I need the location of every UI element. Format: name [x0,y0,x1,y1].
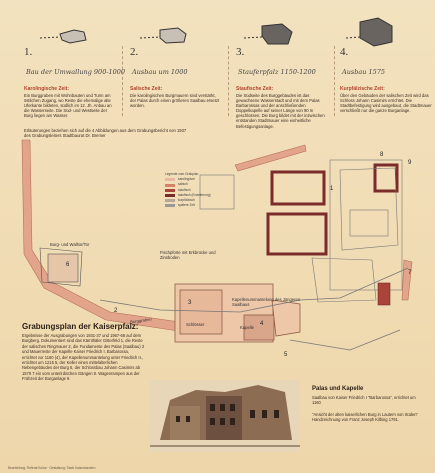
legend-item: salisch [165,182,211,187]
grabungsplan-title: Grabungsplan der Kaiserpfalz: [22,322,139,331]
legend-label: salisch [178,182,188,187]
legend-item: spätere Zeit [165,203,211,208]
phase-divider [334,46,335,116]
legend-swatch [165,183,175,187]
grabungsplan-body: Ergebnisse der Ausgrabungen von 1931-37 … [22,333,144,382]
phase-script-title: Stauferpfalz 1150-1200 [238,68,316,76]
legend-label: spätere Zeit [178,203,195,208]
marker-3: 3 [188,300,192,306]
legend-swatch [165,204,175,208]
map-label-kapelle: Kapelle [240,325,254,330]
legend-item: kurpfälzisch [165,198,211,203]
phase-divider [228,46,229,116]
legend-item: karolingisch [165,177,211,182]
phase-description: Die karolingischen Burgmauern sind verst… [130,93,220,109]
legend: Legende zum Grabplan karolingisch salisc… [165,172,211,208]
legend-label: kurpfälzisch [178,198,195,203]
phase-2-mini-plan [139,27,187,44]
legend-label: staufisch [178,187,191,192]
map-label-fischpforte: Fischpforte mit Erkbrücke und Zinsboden [160,250,216,260]
phase-description: Ein Burggraben mit Wohnbauten und Turm a… [24,93,112,119]
phase-script-title: Ausbau 1575 [342,68,386,76]
legend-swatch [165,188,175,192]
legend-label: staufisch (Erweiterung) [178,192,211,197]
phase-script-title: Ausbau um 1000 [132,68,188,76]
castle-engraving [150,380,300,452]
marker-7: 7 [408,270,412,276]
marker-2: 2 [114,308,118,314]
legend-item: staufisch (Erweiterung) [165,193,211,198]
phase-numeral: 4. [340,46,349,58]
left-buildings [39,247,83,287]
phase-heading: Kurpfälzische Zeit: [340,86,385,92]
phase-numeral: 3. [236,46,245,58]
legend-swatch [165,193,175,197]
palas-body: Saalbau von Kaiser Friedrich I "Barbaros… [312,395,416,406]
upper-right-buildings [266,163,399,256]
map-label-palas: Schlösser [186,322,205,327]
central-complex [174,283,301,343]
marker-8: 8 [380,152,384,158]
phase-description: Über den Gebäuden der salischen Zeit wir… [340,93,432,114]
legend-title: Legende zum Grabplan [165,172,199,176]
phase-4-mini-plan [345,17,393,47]
footer-credit: Bearbeitung: Referat Kultur · Gestaltung… [8,466,96,470]
legend-label: karolingisch [178,177,195,182]
map-label-burg-walltor: Burg- und Walltor/Tor [50,242,90,247]
phase-heading: Karolingische Zeit: [24,86,70,92]
red-corner-building [377,282,391,306]
right-wall-strip [234,144,413,301]
marker-1: 1 [330,186,334,192]
upper-right-outlines [199,159,403,303]
phase-numeral: 1. [24,46,33,58]
marker-4: 4 [260,321,264,327]
map-label-nagelturm: Kapellenummantelung des Jüngeren Saalbau… [232,297,301,307]
phase-3-mini-plan [243,23,293,45]
phase-divider [122,46,123,116]
palas-note: "Ansicht der alten kaiserlichen Burg in … [312,412,418,423]
palas-title: Palas und Kapelle [312,386,364,392]
phase-1-mini-plan [39,29,87,44]
legend-item: staufisch [165,188,211,193]
marker-9: 9 [408,160,412,166]
phase-heading: Staufische Zeit: [236,86,274,92]
marker-5: 5 [284,352,288,358]
outer-wall-line [99,267,409,351]
marker-6: 6 [66,262,70,268]
phase-heading: Salische Zeit: [130,86,163,92]
intro-caption: Erläuterungen beziehen sich auf die 4 Ab… [24,128,187,138]
phase-description: Die Südseite des Burggebäudes ist das ge… [236,93,325,129]
phase-numeral: 2. [130,46,139,58]
phase-script-title: Bau der Umwallung 900-1000 [26,68,126,76]
legend-swatch [165,199,175,203]
legend-swatch [165,178,175,182]
